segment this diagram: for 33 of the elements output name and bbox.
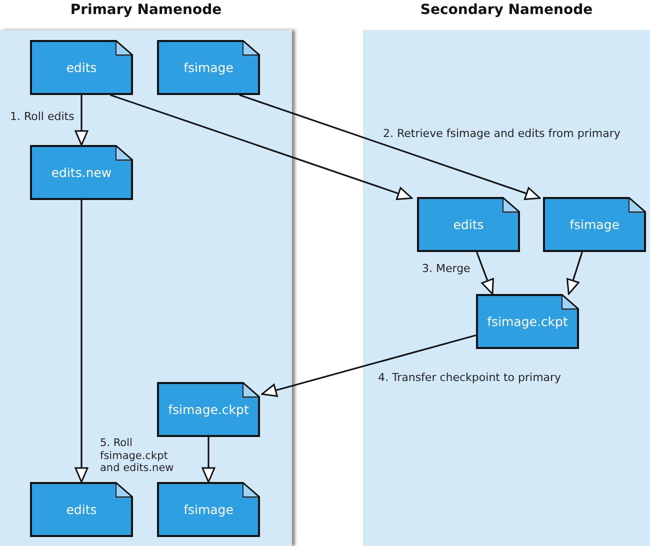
arrow [261, 334, 476, 397]
edge-label: 1. Roll edits [10, 110, 76, 124]
document-shape [30, 40, 133, 95]
edge-label: 4. Transfer checkpoint to primary [378, 371, 562, 384]
edge-label: 5. Roll fsimage.ckpt and edits.new [100, 437, 175, 475]
document-shape [157, 40, 260, 95]
arrow [476, 252, 494, 295]
document-shape [476, 294, 579, 349]
document-shape [157, 482, 260, 537]
document-label: edits.new [51, 165, 112, 180]
document-label: fsimage [570, 217, 620, 232]
document-label: edits [66, 60, 97, 75]
arrow [239, 94, 541, 200]
arrow [202, 437, 216, 483]
document-shape [30, 145, 133, 200]
arrow [110, 94, 413, 200]
arrow [74, 200, 88, 483]
arrow [566, 252, 583, 295]
document-shape [543, 197, 646, 252]
document-shape [157, 382, 260, 437]
edge-label: 2. Retrieve fsimage and edits from primary [383, 127, 622, 140]
panel-heading: Primary Namenode [69, 2, 223, 18]
edge-label: 3. Merge [422, 262, 472, 276]
document-label: fsimage.ckpt [487, 314, 568, 329]
document-shape [30, 482, 133, 537]
document-label: fsimage [184, 60, 234, 75]
document-label: fsimage [184, 502, 234, 517]
document-label: fsimage.ckpt [168, 402, 249, 417]
document-shape [417, 197, 520, 252]
document-label: edits [66, 502, 97, 517]
document-label: edits [453, 217, 484, 232]
panel-heading: Secondary Namenode [419, 2, 594, 18]
arrow [74, 95, 88, 146]
